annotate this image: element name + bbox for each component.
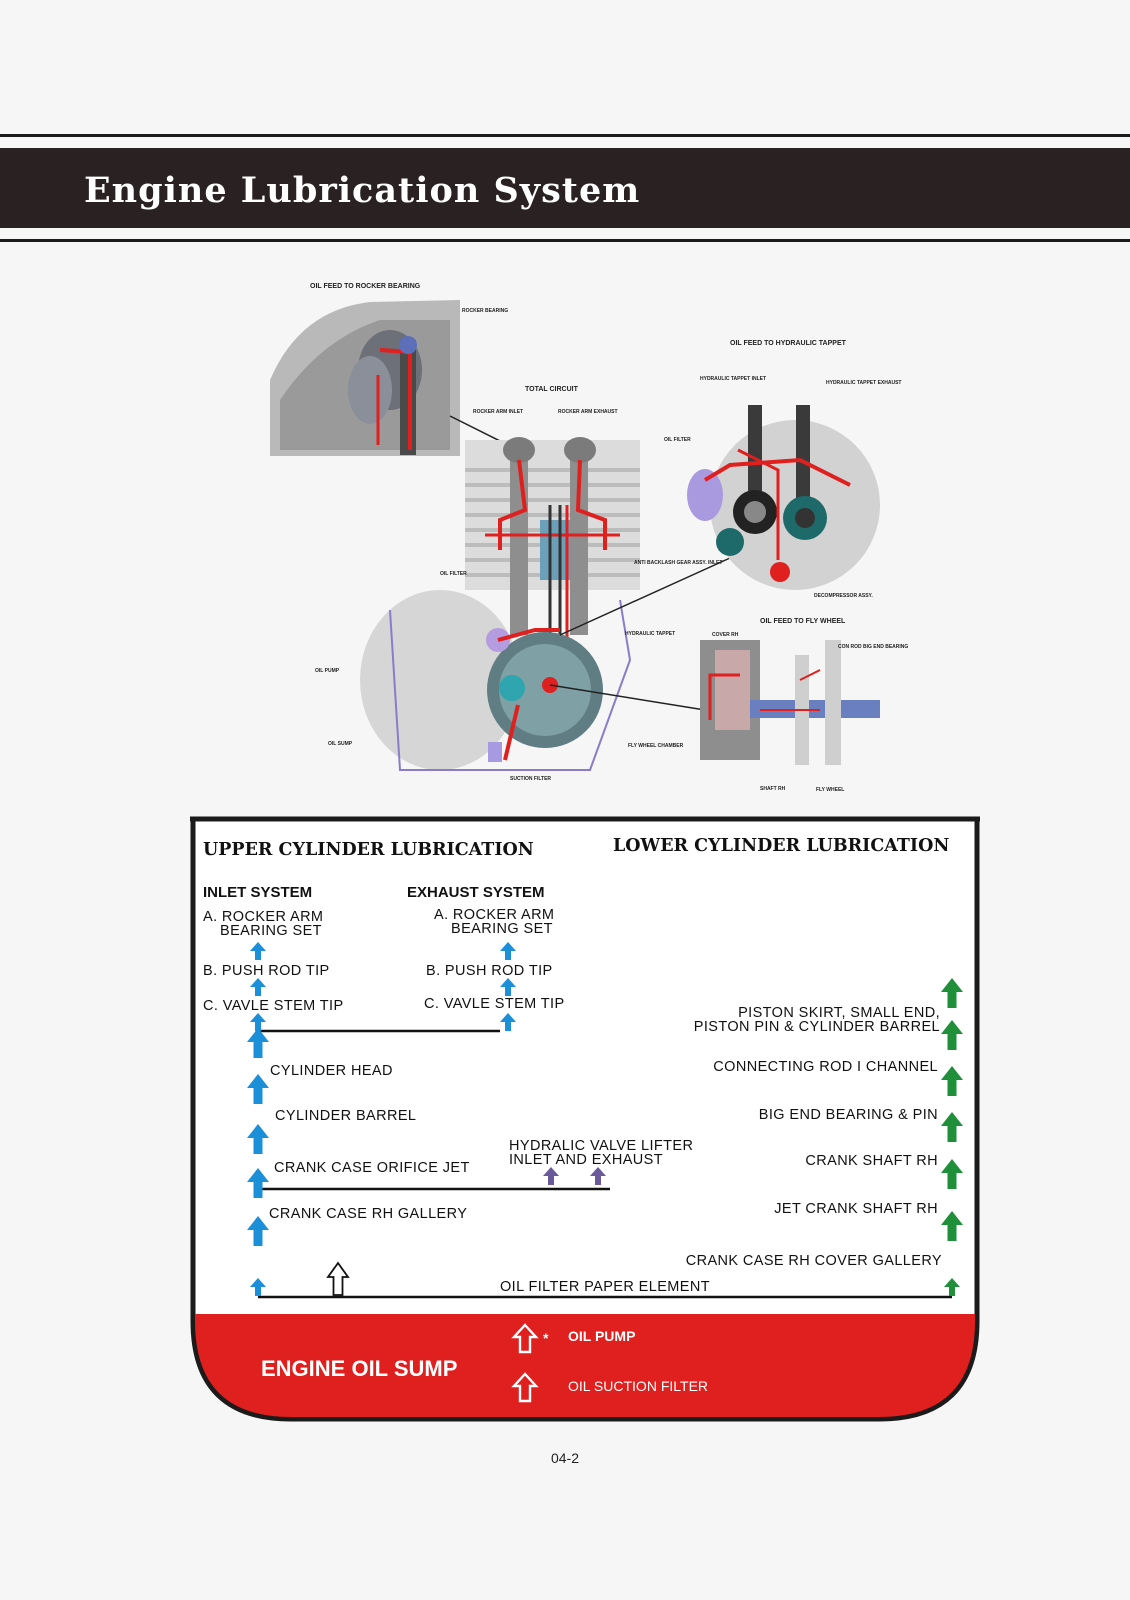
label-oil-filter: OIL FILTER — [440, 571, 467, 577]
label-rocker-feed: OIL FEED TO ROCKER BEARING — [310, 283, 421, 290]
cover-gallery-label: CRANK CASE RH COVER GALLERY — [685, 1253, 942, 1269]
exhaust-system-title: EXHAUST SYSTEM — [407, 884, 545, 901]
cylinder-block — [465, 437, 640, 640]
flow-chart-frame — [190, 816, 980, 1422]
label-rocker-bearing: ROCKER BEARING — [462, 308, 508, 314]
flywheel-inset — [700, 640, 880, 765]
label-fly-feed: OIL FEED TO FLY WHEEL — [760, 618, 846, 625]
orifice-jet-label: CRANK CASE ORIFICE JET — [274, 1160, 470, 1176]
hydraulic-lifter-label-1: HYDRALIC VALVE LIFTER — [509, 1138, 694, 1154]
label-oil-sump: OIL SUMP — [328, 741, 353, 747]
title-banner: Engine Lubrication System — [0, 148, 1130, 228]
rocker-inset — [270, 300, 460, 456]
label-cover-rh: COVER RH — [712, 632, 739, 638]
upper-lubrication-title: UPPER CYLINDER LUBRICATION — [203, 840, 534, 860]
inlet-bearing-set: BEARING SET — [220, 923, 322, 939]
rh-gallery-label: CRANK CASE RH GALLERY — [269, 1206, 468, 1222]
exhaust-bearing-set: BEARING SET — [451, 921, 553, 937]
label-hydraulic-tappet: HYDRAULIC TAPPET — [625, 631, 675, 637]
label-tappet-feed: OIL FEED TO HYDRAULIC TAPPET — [730, 340, 847, 347]
label-con-rod: CON ROD BIG END BEARING — [838, 644, 908, 650]
exhaust-valve-stem: C. VAVLE STEM TIP — [424, 996, 565, 1012]
tappet-inset — [687, 405, 880, 590]
crank-shaft-label: CRANK SHAFT RH — [805, 1153, 938, 1169]
engine-illustration: OIL FEED TO ROCKER BEARING ROCKER BEARIN… — [270, 283, 908, 793]
page-title: Engine Lubrication System — [84, 170, 641, 211]
label-fly-wheel: FLY WHEEL — [816, 787, 844, 793]
label-oil-filter-right: OIL FILTER — [664, 437, 691, 443]
inlet-valve-stem: C. VAVLE STEM TIP — [203, 998, 344, 1014]
crankcase — [360, 590, 632, 771]
oil-pump-star: * — [543, 1330, 549, 1346]
exhaust-push-rod: B. PUSH ROD TIP — [426, 963, 553, 979]
cylinder-head-label: CYLINDER HEAD — [270, 1063, 393, 1079]
label-suction-filter: SUCTION FILTER — [510, 776, 551, 782]
label-rocker-exhaust: ROCKER ARM EXHAUST — [558, 409, 618, 415]
label-total-circuit: TOTAL CIRCUIT — [525, 386, 579, 393]
label-tappet-inlet: HYDRAULIC TAPPET INLET — [700, 376, 766, 382]
paper-element-label: OIL FILTER PAPER ELEMENT — [500, 1279, 710, 1295]
exhaust-rocker-arm: A. ROCKER ARM — [434, 907, 555, 923]
big-end-label: BIG END BEARING & PIN — [758, 1107, 938, 1123]
page-number: 04-2 — [550, 1450, 580, 1466]
lower-lubrication-title: LOWER CYLINDER LUBRICATION — [613, 836, 950, 856]
label-backlash: ANTI BACKLASH GEAR ASSY. INLET — [634, 560, 722, 566]
cylinder-barrel-label: CYLINDER BARREL — [275, 1108, 417, 1124]
bottom-rule — [0, 239, 1130, 242]
hydraulic-lifter-label-2: INLET AND EXHAUST — [509, 1152, 663, 1168]
label-rocker-inlet: ROCKER ARM INLET — [473, 409, 523, 415]
green-arrows — [941, 978, 963, 1296]
inlet-rocker-arm: A. ROCKER ARM — [203, 909, 324, 925]
label-oil-pump: OIL PUMP — [315, 668, 340, 674]
flow-arrows — [247, 942, 963, 1403]
engine-oil-sump-label: ENGINE OIL SUMP — [261, 1356, 458, 1381]
label-tappet-exhaust: HYDRAULIC TAPPET EXHAUST — [826, 380, 901, 386]
oil-pump-label: OIL PUMP — [568, 1328, 636, 1344]
suction-filter-label: OIL SUCTION FILTER — [568, 1378, 709, 1394]
conrod-label: CONNECTING ROD I CHANNEL — [713, 1059, 938, 1075]
piston-label-2: PISTON PIN & CYLINDER BARREL — [693, 1019, 940, 1035]
label-fly-chamber: FLY WHEEL CHAMBER — [628, 743, 684, 749]
top-rule — [0, 134, 1130, 137]
inlet-push-rod: B. PUSH ROD TIP — [203, 963, 330, 979]
label-shaft-rh: SHAFT RH — [760, 786, 786, 792]
inlet-system-title: INLET SYSTEM — [203, 884, 313, 901]
piston-label-1: PISTON SKIRT, SMALL END, — [738, 1005, 940, 1021]
purple-arrows — [543, 1167, 606, 1185]
label-decompressor: DECOMPRESSOR ASSY. — [814, 593, 873, 599]
jet-crank-label: JET CRANK SHAFT RH — [774, 1201, 938, 1217]
white-arrows — [326, 1261, 539, 1403]
